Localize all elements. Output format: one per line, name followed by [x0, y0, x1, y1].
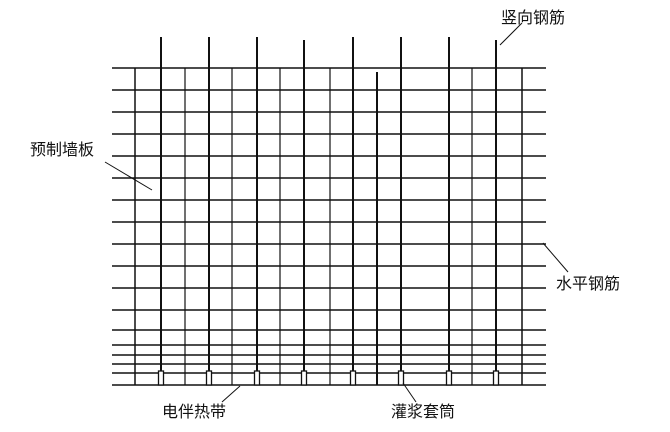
grout-sleeve: [157, 370, 165, 386]
grout-sleeve: [445, 370, 453, 386]
grout-sleeve: [253, 370, 261, 386]
grout-sleeve: [205, 370, 213, 386]
horizontal-rebar-lines: [112, 67, 546, 386]
grout-sleeve: [349, 370, 357, 386]
leader-vertical-rebar: [499, 22, 523, 46]
precast-wall-outline: [134, 68, 523, 385]
leader-heating-tape: [221, 385, 241, 403]
leader-lines: [104, 22, 569, 403]
leader-grout-sleeve: [402, 382, 417, 403]
grout-sleeve: [492, 370, 500, 386]
grout-sleeves: [157, 370, 500, 386]
label-grout-sleeve: 灌浆套筒: [391, 402, 456, 421]
label-horizontal-rebar: 水平钢筋: [556, 274, 621, 293]
grout-sleeve: [300, 370, 308, 386]
grout-sleeve: [397, 370, 405, 386]
label-heating-tape: 电伴热带: [162, 402, 227, 421]
leader-precast-wall: [104, 161, 153, 191]
vertical-rebar-lines: [160, 37, 497, 385]
label-precast-wall: 预制墙板: [30, 140, 95, 159]
leader-horizontal-rebar: [542, 242, 569, 273]
label-vertical-rebar: 竖向钢筋: [501, 8, 566, 27]
